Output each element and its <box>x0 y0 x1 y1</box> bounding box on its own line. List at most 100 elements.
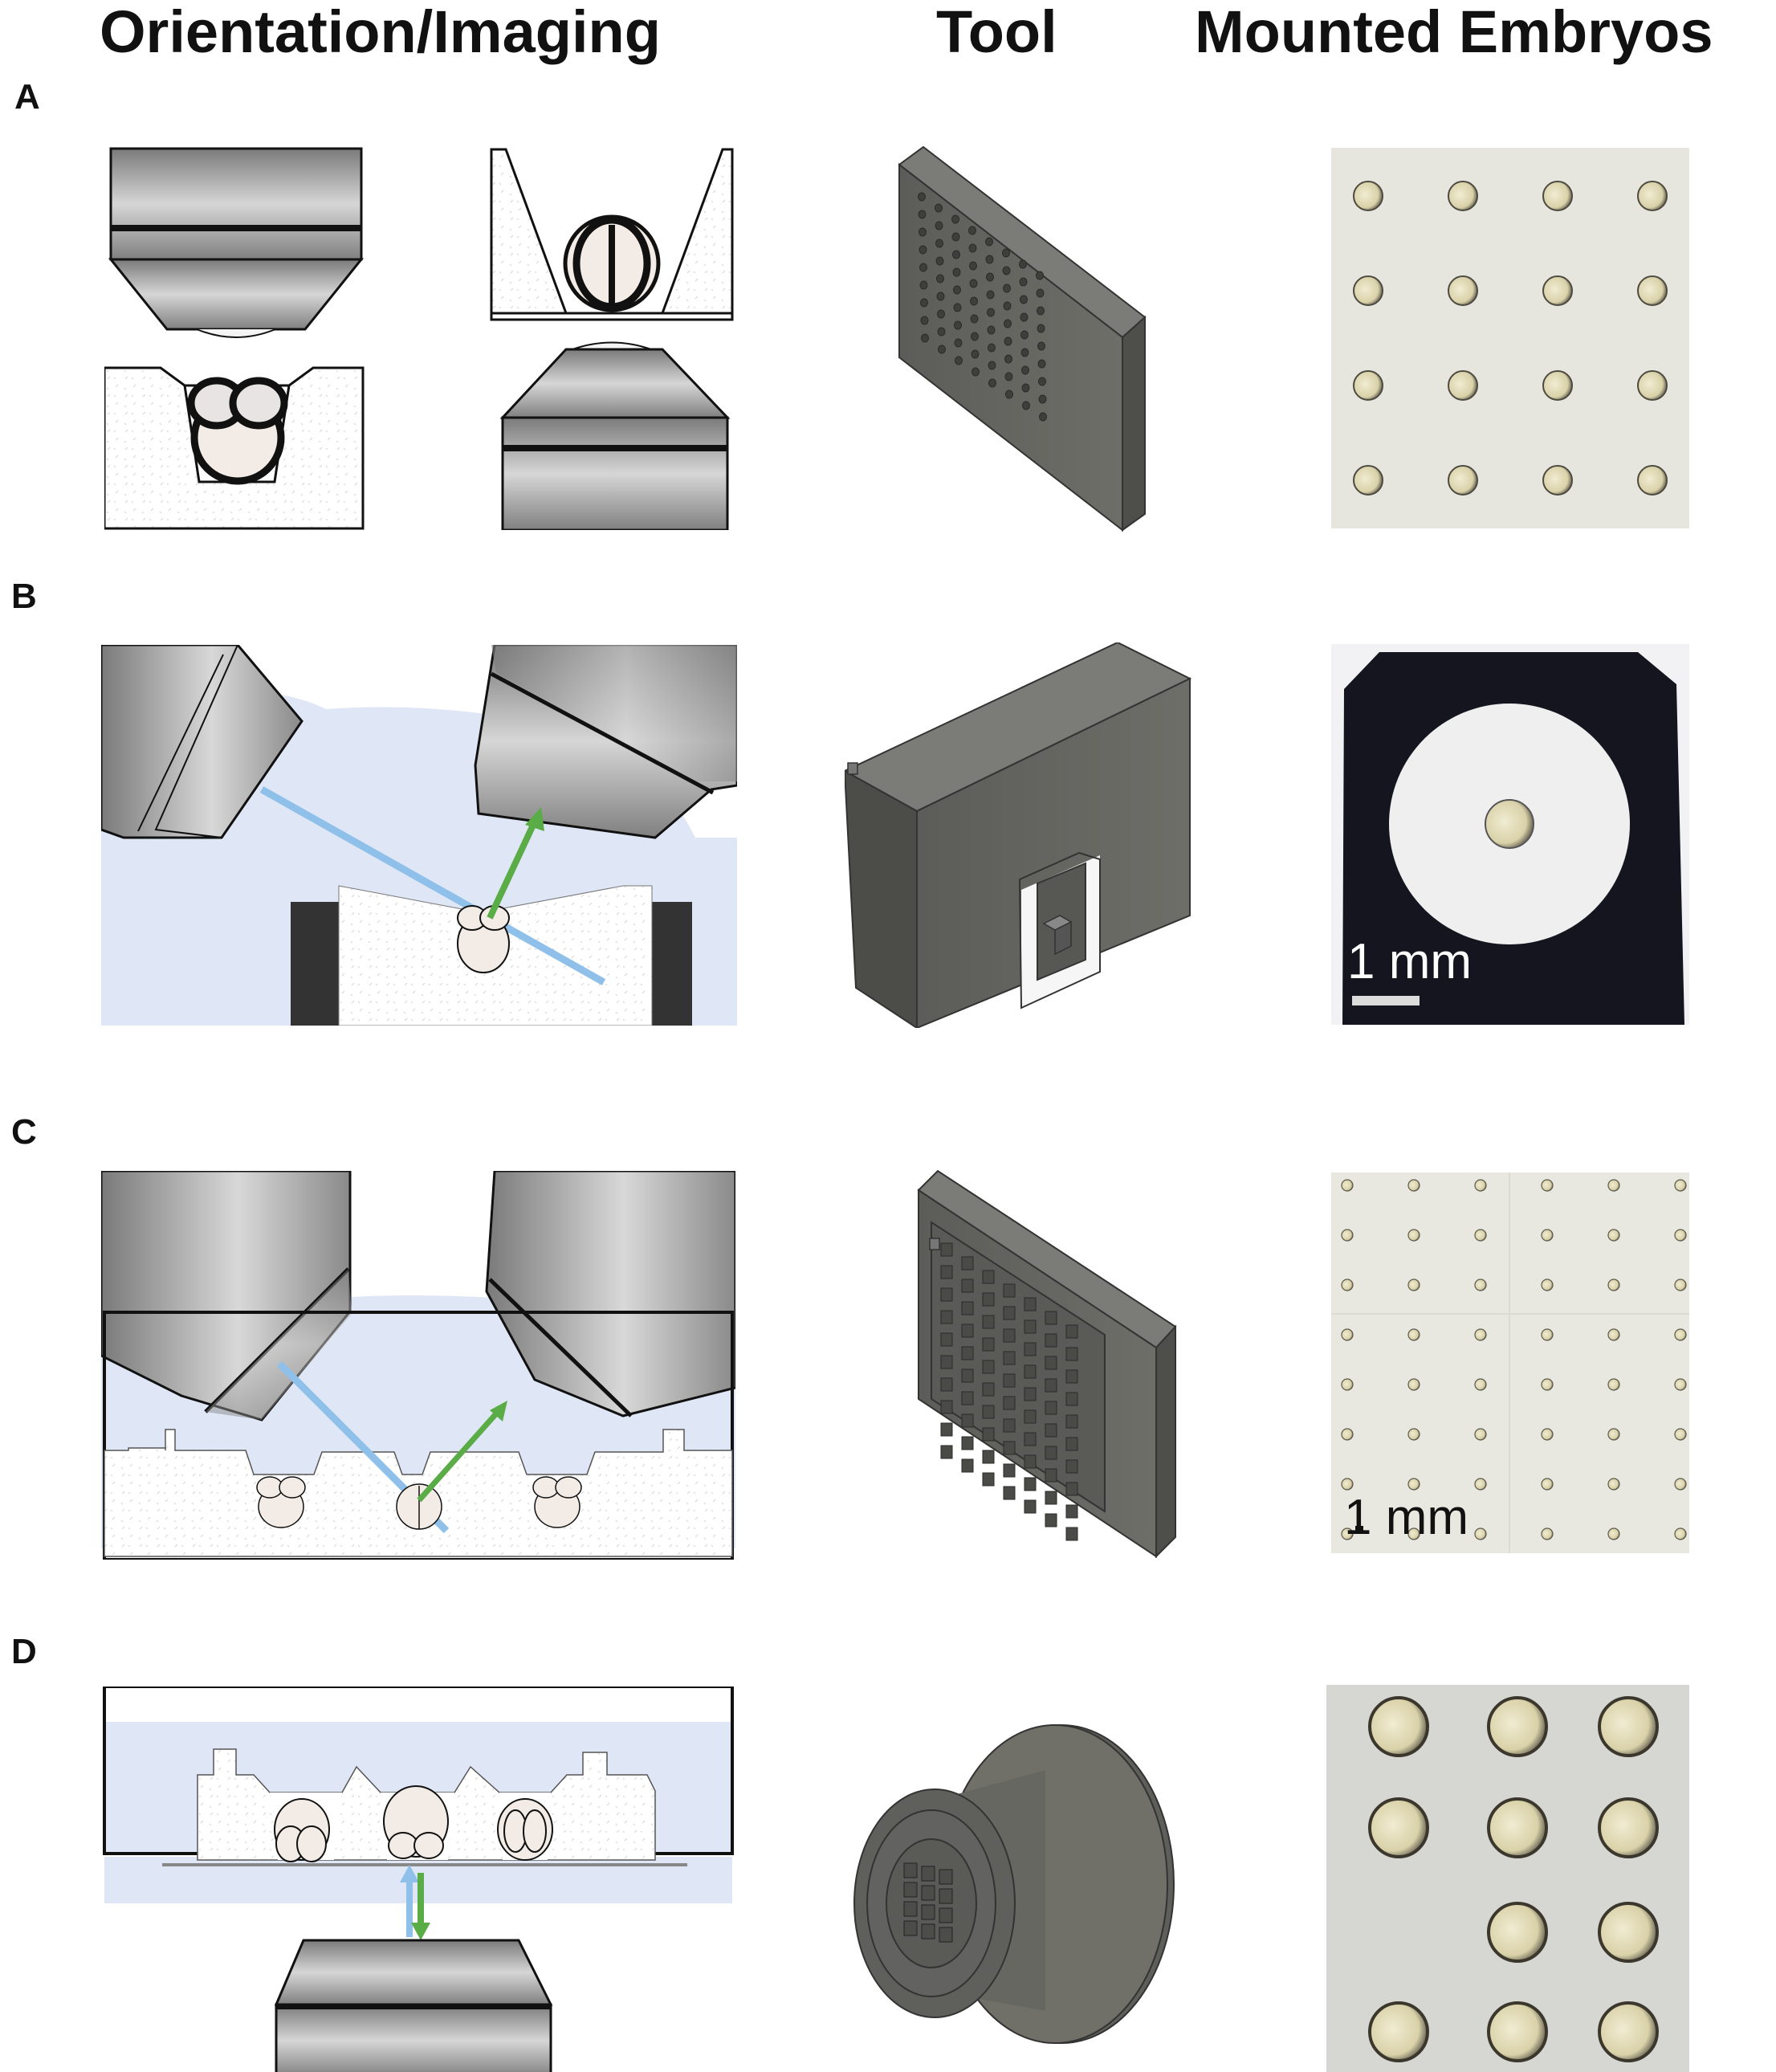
tool-stamp <box>939 1888 953 1904</box>
tool-pin <box>1003 301 1012 311</box>
embryo-well <box>1598 1797 1659 1858</box>
embryo-well <box>1541 1428 1554 1441</box>
tool-stamp <box>921 1923 935 1939</box>
embryo-well <box>1407 1229 1420 1242</box>
embryo-well <box>1607 1378 1620 1391</box>
scale-bar-label-c: 1 mm <box>1344 1490 1468 1545</box>
tool-pin <box>935 221 943 230</box>
tool-pin <box>918 192 926 202</box>
embryo-well <box>1637 181 1668 211</box>
mount-clamp-left <box>291 902 339 1026</box>
objective-lens-icon <box>108 147 365 338</box>
tool-pin <box>1038 394 1047 404</box>
embryo-well <box>1542 465 1573 496</box>
tool-stamp <box>1024 1432 1037 1446</box>
embryo-well <box>1674 1527 1687 1540</box>
tool-pin <box>987 325 996 335</box>
tool-pin <box>1036 288 1045 298</box>
embryo-well <box>1607 1527 1620 1540</box>
tool-stamp <box>939 1907 953 1923</box>
embryo-icon <box>532 1476 582 1528</box>
tool-pin <box>954 338 963 348</box>
embryo-well <box>1541 1478 1554 1491</box>
tool-a-pin-array <box>898 145 1147 532</box>
tool-stamp <box>1065 1414 1078 1429</box>
embryo-well <box>1542 370 1573 401</box>
embryo-well <box>1474 1229 1487 1242</box>
tool-stamp <box>940 1445 953 1459</box>
embryo-well <box>1341 1229 1354 1242</box>
embryo-well <box>1674 1478 1687 1491</box>
diagram-d-inverted-imaging <box>103 1687 734 2072</box>
embryo-icon <box>457 905 510 973</box>
embryo-icon <box>187 377 288 485</box>
tool-pin <box>952 250 960 259</box>
tool-stamp <box>982 1427 995 1442</box>
tool-pin <box>1019 277 1028 287</box>
stamp-grid <box>940 1242 1078 1541</box>
embryo-well <box>1474 1428 1487 1441</box>
tool-pin <box>986 290 995 300</box>
tool-stamp <box>1065 1324 1078 1339</box>
tool-stamp <box>1003 1463 1016 1478</box>
embryo-well <box>1353 275 1383 306</box>
embryo-well <box>1341 1527 1354 1540</box>
tool-stamp <box>1003 1486 1016 1500</box>
embryo-well <box>1637 275 1668 306</box>
tool-pin <box>1020 348 1029 357</box>
embryo-well <box>1448 181 1478 211</box>
embryo-well <box>1353 370 1383 401</box>
objective-lens-icon <box>274 1939 553 2072</box>
tool-d-cylindrical-stamp <box>853 1724 1175 2044</box>
embryo-well <box>1607 1279 1620 1291</box>
tool-pin <box>951 214 959 224</box>
tool-pin <box>919 245 927 255</box>
tool-stamp <box>1045 1468 1057 1483</box>
embryo-well <box>1542 181 1573 211</box>
tool-stamp <box>1003 1351 1016 1365</box>
tool-pin <box>935 256 944 266</box>
tool-pin <box>937 309 945 319</box>
tool-stamp <box>1045 1378 1057 1393</box>
tool-stamp <box>940 1422 953 1437</box>
tool-pin <box>1004 319 1012 328</box>
embryo-well <box>1368 1797 1429 1858</box>
tool-stamp <box>1065 1392 1078 1406</box>
tool-stamp <box>903 1901 918 1917</box>
tool-stamp <box>921 1866 935 1882</box>
embryo-well <box>1407 1478 1420 1491</box>
embryo-well <box>1368 2001 1429 2062</box>
tool-pin <box>988 378 996 388</box>
tool-stamp <box>921 1885 935 1901</box>
tool-stamp <box>961 1413 974 1428</box>
tool-pin <box>987 308 995 317</box>
tool-stamp <box>982 1292 995 1307</box>
tool-stamp <box>961 1256 974 1271</box>
tool-pin <box>953 285 961 295</box>
tool-stamp <box>1045 1491 1057 1505</box>
embryo-well <box>1474 1478 1487 1491</box>
embryo-well <box>1487 1797 1548 1858</box>
embryo-well <box>1341 1279 1354 1291</box>
embryo-well <box>1674 1279 1687 1291</box>
embryo-well <box>1341 1328 1354 1341</box>
embryo-well <box>1674 1428 1687 1441</box>
tool-stamp <box>1065 1504 1078 1519</box>
stamp-grid <box>903 1862 953 1943</box>
tool-pin <box>1002 248 1010 258</box>
tool-pin <box>985 255 994 264</box>
tool-stamp <box>1045 1401 1057 1415</box>
diagram-c-dual-objective <box>101 1171 735 1560</box>
tool-stamp <box>982 1405 995 1419</box>
tool-stamp <box>1003 1306 1016 1320</box>
tool-pin <box>1004 354 1012 364</box>
embryo-well <box>1541 1279 1554 1291</box>
tool-stamp <box>1024 1364 1037 1379</box>
tool-stamp <box>961 1279 974 1293</box>
tool-stamp <box>1003 1396 1016 1410</box>
scale-bar-label-b: 1 mm <box>1347 934 1472 989</box>
embryo-well <box>1542 275 1573 306</box>
embryo-well <box>1448 465 1478 496</box>
embryo-well <box>1598 1902 1659 1963</box>
embryo-well <box>1407 1179 1420 1192</box>
